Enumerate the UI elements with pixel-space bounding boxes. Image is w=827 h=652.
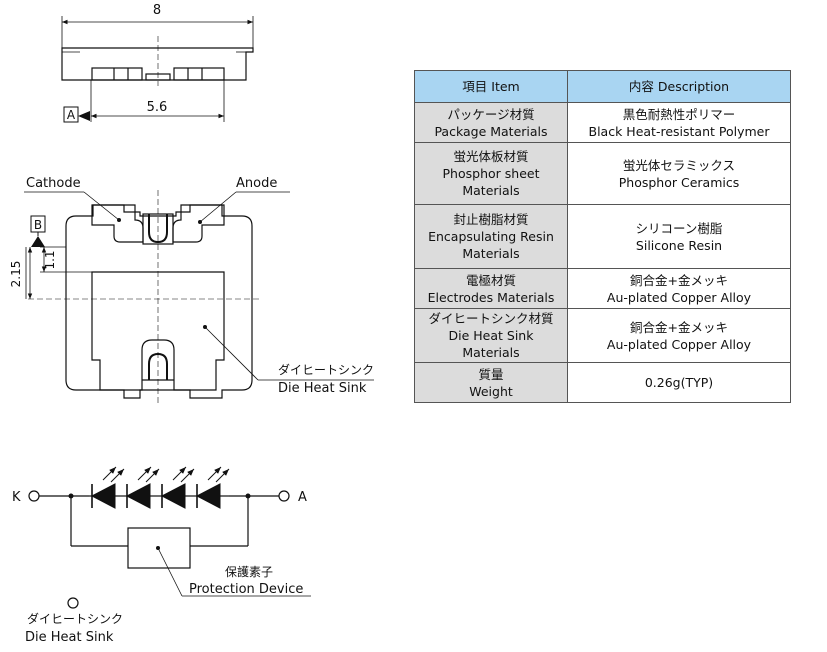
terminal-a-label: A bbox=[298, 490, 307, 505]
datum-b-label: B bbox=[34, 218, 42, 232]
anode-pad bbox=[172, 204, 225, 243]
header-item: 項目 Item bbox=[414, 70, 568, 103]
heat-sink-label-jp: ダイヒートシンク bbox=[278, 362, 374, 377]
heat-sink-leader bbox=[204, 326, 259, 381]
circuit-heat-sink-label-en: Die Heat Sink bbox=[25, 630, 114, 645]
led-diode-4 bbox=[194, 466, 230, 509]
terminal-k-label: K bbox=[12, 490, 21, 505]
side-lead-left bbox=[91, 67, 143, 81]
datum-a-label: A bbox=[67, 108, 76, 122]
led-diode-1 bbox=[89, 466, 125, 509]
table-header-row: 項目 Item 内容 Description bbox=[414, 70, 791, 103]
protection-device-label-jp: 保護素子 bbox=[225, 564, 273, 579]
led-diode-2 bbox=[124, 466, 160, 509]
pad-dots bbox=[117, 218, 207, 329]
side-lead-right bbox=[173, 67, 225, 81]
datum-b bbox=[30, 215, 46, 247]
terminal-k-node bbox=[28, 490, 40, 502]
protection-device-box bbox=[127, 527, 191, 569]
offset-1-1-label: 1.1 bbox=[43, 250, 57, 269]
datum-a bbox=[63, 106, 90, 123]
protection-device-label-en: Protection Device bbox=[189, 582, 303, 597]
dim-8-label: 8 bbox=[153, 3, 161, 18]
top-view bbox=[24, 190, 374, 404]
circuit-schematic bbox=[28, 490, 311, 597]
led-diode-3 bbox=[159, 466, 195, 509]
circuit-heat-sink-label-jp: ダイヒートシンク bbox=[27, 611, 123, 626]
header-description: 内容 Description bbox=[567, 70, 791, 103]
dim-5-6-label: 5.6 bbox=[147, 100, 168, 115]
heat-sink-node bbox=[67, 597, 79, 609]
offset-2-15-label: 2.15 bbox=[9, 261, 23, 288]
junction-dots bbox=[68, 493, 251, 550]
protection-leader bbox=[157, 547, 183, 597]
cathode-label: Cathode bbox=[26, 176, 81, 191]
anode-label: Anode bbox=[236, 176, 277, 191]
side-view bbox=[61, 16, 254, 122]
row-value: 0.26g(TYP) bbox=[567, 362, 791, 403]
die-heat-sink-outline bbox=[91, 271, 225, 391]
heat-sink-label-en: Die Heat Sink bbox=[278, 381, 367, 396]
cathode-pad bbox=[91, 204, 144, 243]
terminal-a-node bbox=[278, 490, 290, 502]
